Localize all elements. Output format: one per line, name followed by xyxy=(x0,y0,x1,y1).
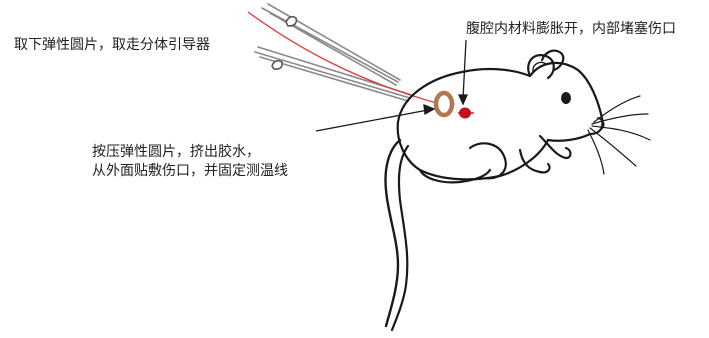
press-disc-label-line2: 从外面贴敷伤口，并固定测温线 xyxy=(92,162,288,181)
wound-plug xyxy=(458,108,474,119)
press-disc-label-line1: 按压弹性圆片，挤出胶水， xyxy=(92,143,288,162)
annotation-arrows xyxy=(316,40,467,131)
split-guide-instrument xyxy=(255,4,412,101)
elastic-disc xyxy=(436,93,452,115)
whiskers xyxy=(588,96,650,174)
remove-disc-label: 取下弹性圆片，取走分体引导器 xyxy=(14,36,210,55)
press-disc-label: 按压弹性圆片，挤出胶水， 从外面贴敷伤口，并固定测温线 xyxy=(92,143,288,181)
rat-body xyxy=(386,51,604,330)
material-expands-label: 腹腔内材料膨胀开，内部堵塞伤口 xyxy=(466,20,676,39)
